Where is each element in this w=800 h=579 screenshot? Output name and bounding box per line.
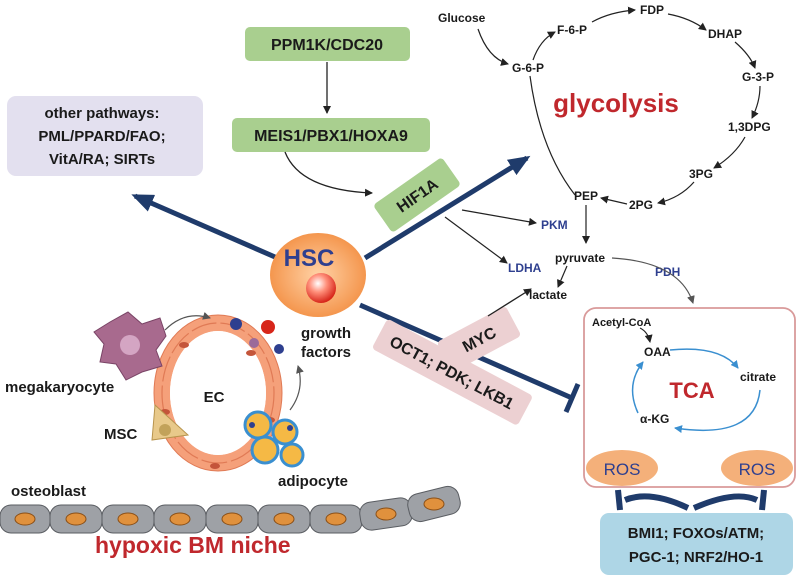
pep-label: PEP: [574, 189, 598, 203]
pyruvate-label: pyruvate: [555, 251, 605, 265]
bmi1-line1: BMI1; FOXOs/ATM;: [628, 525, 764, 542]
ros-right-blob: [721, 450, 793, 486]
pep-to-g6p-curve: [529, 75, 576, 196]
pg3-label: 3PG: [689, 167, 713, 181]
megakaryocyte-label: megakaryocyte: [5, 379, 114, 396]
glycolysis-title: glycolysis: [553, 88, 679, 118]
akg-to-oaa-arrow: [631, 361, 644, 414]
niche-title: hypoxic BM niche: [95, 532, 291, 558]
hsc-to-other-arrow: [131, 193, 276, 260]
tca-inhibit-bar: [563, 383, 581, 413]
adipocyte-to-growth-arrow: [289, 365, 304, 411]
msc-nucleus: [159, 424, 171, 436]
pyruvate-to-tca-arrow: [611, 257, 695, 304]
lactate-label: lactate: [529, 288, 567, 302]
pg2-label: 2PG: [629, 198, 653, 212]
pkm-label: PKM: [541, 218, 568, 232]
pyruvate-to-lactate-arrow: [557, 265, 568, 288]
bmi1-inhibit-left-bar: [615, 489, 623, 511]
osteoblast-label: osteoblast: [11, 483, 86, 500]
msc-label: MSC: [104, 426, 138, 443]
meis1-box: [232, 118, 430, 152]
g3p-label: G-3-P: [742, 70, 774, 84]
osteoblast-row: [0, 485, 461, 534]
f6p-to-fdp-arrow: [591, 6, 636, 23]
meis1-to-hif1a-arrow: [284, 151, 373, 197]
meis1-label: MEIS1/PBX1/HOXA9: [254, 128, 408, 145]
bmi1-box: [600, 513, 793, 575]
bmi1-line2: PGC-1; NRF2/HO-1: [629, 549, 763, 566]
citrate-to-akg-arrow: [674, 389, 761, 433]
bmi1-inhibit-right-bar: [759, 489, 767, 511]
ros-left-blob: [586, 450, 658, 486]
2pg-to-pep-arrow: [600, 195, 628, 205]
bpg-label: 1,3DPG: [728, 120, 771, 134]
hif1a-to-pkm-arrow: [461, 209, 537, 226]
bmi1-inhibit-right-arc: [692, 493, 759, 511]
myc-to-lactate-arrow: [487, 288, 532, 317]
ros-right-label: ROS: [739, 460, 776, 479]
megakaryocyte-nucleus: [120, 335, 140, 355]
dhap-label: DHAP: [708, 27, 742, 41]
acetyl-coa-label: Acetyl-CoA: [592, 317, 651, 329]
g3p-to-bpg-arrow: [751, 85, 761, 119]
growth-factors-label-line2: factors: [301, 344, 351, 361]
fdp-to-dhap-arrow: [667, 13, 707, 31]
growth-factor-dot: [230, 318, 242, 330]
fdp-label: FDP: [640, 3, 664, 17]
other-pathways-line2: PML/PPARD/FAO;: [38, 128, 165, 145]
akg-label: α-KG: [640, 412, 669, 426]
3pg-to-2pg-arrow: [657, 181, 695, 206]
hsc-to-glycolysis-arrow: [363, 155, 531, 261]
megakaryocyte-to-ec-arrow: [164, 312, 211, 331]
oaa-label: OAA: [644, 345, 671, 359]
oct1-box: [373, 319, 532, 425]
glucose-to-g6p-arrow: [477, 28, 509, 66]
growth-factor-dot: [261, 320, 275, 334]
tca-box: [583, 307, 796, 488]
other-pathways-line3: VitA/RA; SIRTs: [49, 151, 155, 168]
g6p-label: G-6-P: [512, 61, 544, 75]
tca-title: TCA: [669, 378, 714, 403]
ppm1k-label: PPM1K/CDC20: [271, 37, 383, 54]
other-pathways-title: other pathways:: [44, 105, 159, 122]
adipocyte-cluster: [243, 410, 305, 468]
growth-factors-label-line1: growth: [301, 325, 351, 342]
oaa-to-citrate-arrow: [669, 348, 739, 369]
adipocyte-label: adipocyte: [278, 473, 348, 490]
g6p-to-f6p-arrow: [532, 31, 556, 61]
ldha-label: LDHA: [508, 261, 542, 275]
ros-left-label: ROS: [604, 460, 641, 479]
glucose-label: Glucose: [438, 11, 486, 25]
acetyl-to-oaa-arrow: [639, 327, 653, 343]
hsc-nucleus: [306, 273, 336, 303]
citrate-label: citrate: [740, 370, 776, 384]
bpg-to-3pg-arrow: [713, 136, 746, 169]
ppm1k-box: [245, 27, 410, 61]
hif1a-box: [374, 158, 460, 232]
bmi1-inhibit-left-arc: [623, 493, 690, 511]
endothelial-vessel: [153, 314, 283, 472]
hif1a-to-ldha-arrow: [444, 216, 508, 264]
hsc-label: HSC: [284, 245, 335, 272]
other-pathways-box: [7, 96, 203, 176]
dhap-to-g3p-arrow: [734, 41, 757, 69]
growth-factor-dot: [249, 338, 259, 348]
ec-label: EC: [204, 389, 225, 406]
f6p-label: F-6-P: [557, 23, 587, 37]
growth-factor-dot: [274, 344, 284, 354]
myc-box: [437, 307, 521, 371]
